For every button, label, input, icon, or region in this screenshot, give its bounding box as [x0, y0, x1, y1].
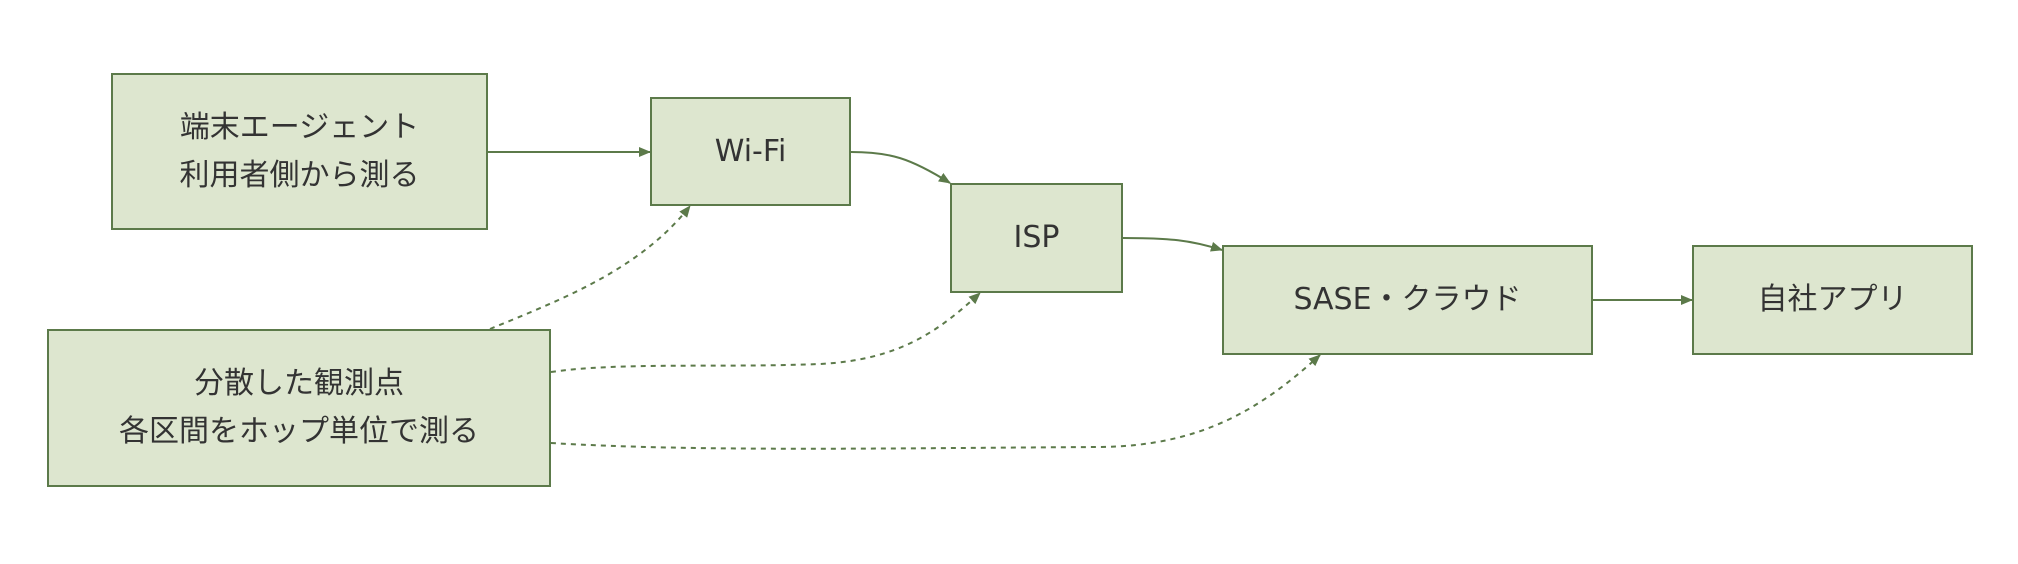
edge-distributed-to-isp	[550, 292, 981, 373]
node-wifi-line-1: Wi-Fi	[714, 133, 787, 169]
node-wifi-label: Wi-Fi	[715, 128, 787, 176]
edge-distributed-to-sase	[550, 354, 1321, 450]
edge-isp-to-sase	[1122, 237, 1223, 252]
node-company-app-label: 自社アプリ	[1758, 276, 1908, 324]
node-sase-cloud-label: SASE・クラウド	[1293, 276, 1521, 324]
node-company-app: 自社アプリ	[1692, 245, 1973, 355]
node-sase-cloud-line-1: SASE・クラウド	[1293, 282, 1522, 317]
node-isp: ISP	[950, 183, 1123, 293]
node-sase-cloud: SASE・クラウド	[1222, 245, 1593, 355]
node-device-agent-line-2: 利用者側から測る	[179, 157, 420, 193]
node-company-app-line-1: 自社アプリ	[1757, 282, 1908, 317]
node-isp-line-1: ISP	[1013, 220, 1060, 255]
node-distributed-observers: 分散した観測点 各区間をホップ単位で測る	[47, 329, 551, 487]
node-distributed-observers-label: 分散した観測点 各区間をホップ単位で測る	[119, 360, 479, 456]
node-device-agent: 端末エージェント 利用者側から測る	[111, 73, 488, 230]
node-device-agent-label: 端末エージェント 利用者側から測る	[180, 104, 420, 200]
edge-wifi-to-isp	[850, 151, 951, 184]
node-isp-label: ISP	[1014, 214, 1060, 262]
node-distributed-observers-line-2: 各区間をホップ単位で測る	[119, 414, 479, 449]
node-distributed-observers-line-1: 分散した観測点	[194, 366, 404, 401]
node-device-agent-line-1: 端末エージェント	[179, 109, 420, 145]
node-wifi: Wi-Fi	[650, 97, 851, 206]
edge-distributed-to-wifi	[489, 205, 691, 330]
